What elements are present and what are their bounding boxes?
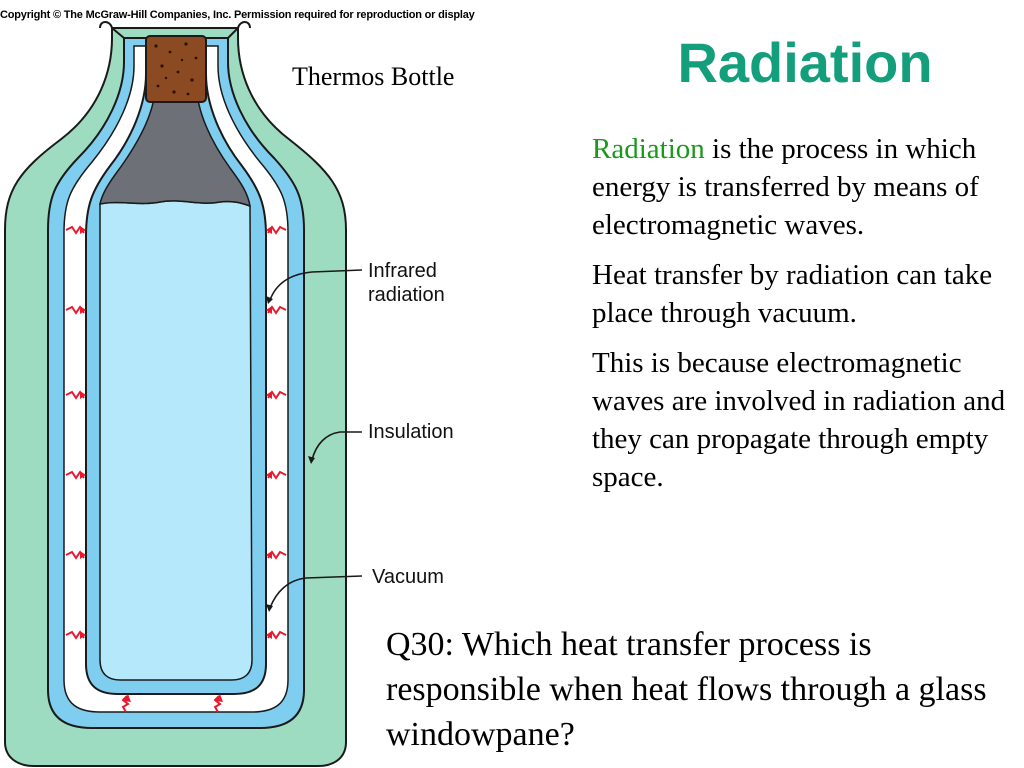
body-text: Radiation is the process in which energy…: [592, 130, 1012, 508]
paragraph-definition: Radiation is the process in which energy…: [592, 130, 1012, 244]
label-vacuum: Vacuum: [372, 566, 444, 588]
cork-stopper: [145, 35, 207, 103]
neck-lip-left: [99, 21, 125, 39]
radiation-arrow: [65, 550, 86, 560]
radiation-arrow: [266, 305, 287, 315]
radiation-arrow: [213, 694, 223, 713]
label-infrared-line2: radiation: [368, 284, 445, 306]
leader-vacuum: [266, 575, 363, 612]
radiation-arrow: [65, 305, 86, 315]
radiation-arrow: [266, 390, 287, 400]
radiation-arrows: [65, 225, 287, 713]
question-text: Q30: Which heat transfer process is resp…: [386, 626, 987, 753]
definition-text: is the process in which energy is transf…: [592, 133, 979, 241]
radiation-arrow: [65, 470, 86, 480]
cork-speckles: [154, 42, 198, 96]
leader-insulation: [308, 431, 362, 464]
neck-lip-right: [227, 21, 251, 39]
radiation-arrow: [65, 390, 86, 400]
copyright-notice: Copyright © The McGraw-Hill Companies, I…: [0, 9, 475, 21]
radiation-arrow: [266, 550, 287, 560]
label-infrared-line1: Infrared: [368, 260, 437, 282]
highlight-term: Radiation: [592, 133, 705, 165]
radiation-arrow: [266, 225, 287, 235]
thermos-diagram: [4, 21, 363, 767]
radiation-arrow: [266, 630, 287, 640]
slide-title: Radiation: [677, 31, 933, 94]
callout-leaders: [266, 269, 363, 612]
radiation-arrow: [121, 694, 131, 713]
radiation-arrow: [65, 225, 86, 235]
diagram-title: Thermos Bottle: [292, 62, 455, 91]
radiation-arrow: [65, 630, 86, 640]
paragraph-vacuum: Heat transfer by radiation can take plac…: [592, 259, 993, 329]
air-space: [99, 55, 251, 208]
leader-infrared: [266, 269, 363, 304]
paragraph-explanation: This is because electromagnetic waves ar…: [592, 347, 1006, 493]
radiation-arrow: [266, 470, 287, 480]
label-infrared-radiation: Infrared radiation: [368, 259, 445, 307]
label-insulation: Insulation: [368, 421, 454, 443]
liquid: [99, 200, 253, 681]
